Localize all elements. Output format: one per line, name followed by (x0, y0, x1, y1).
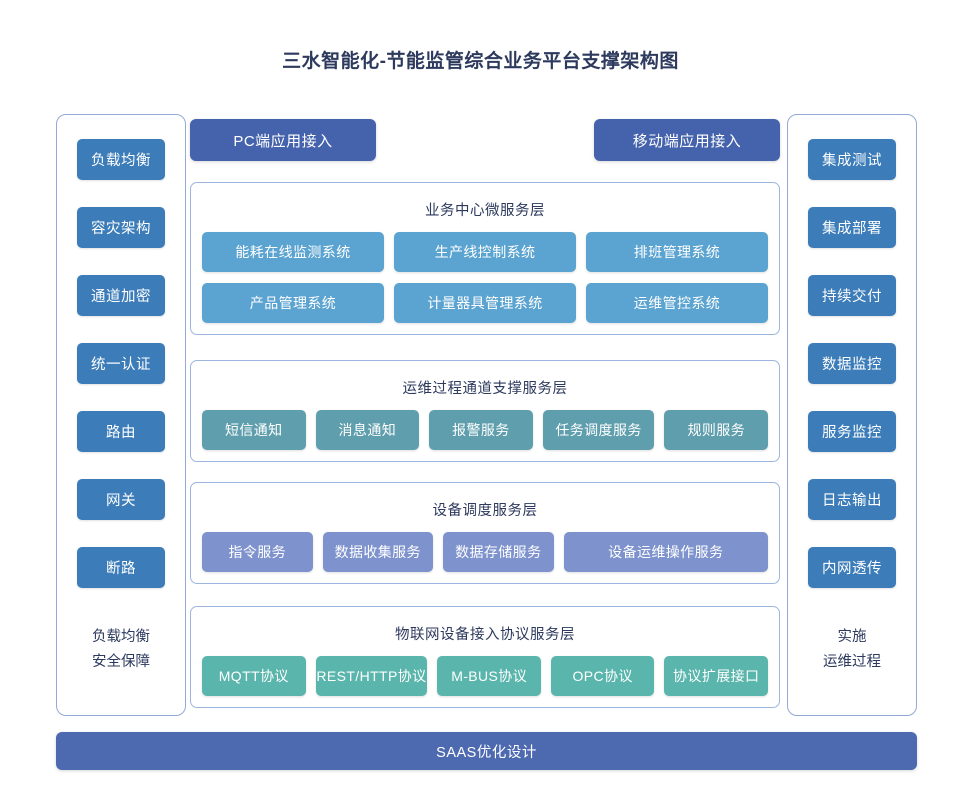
service-node[interactable]: 排班管理系统 (586, 232, 768, 272)
service-node[interactable]: 数据收集服务 (322, 532, 434, 572)
right-pillar-button-1[interactable]: 集成测试 (808, 139, 896, 180)
service-node[interactable]: 短信通知 (202, 410, 306, 450)
service-node[interactable]: 数据存储服务 (443, 532, 554, 572)
service-node[interactable]: 计量器具管理系统 (394, 283, 576, 323)
service-node[interactable]: 能耗在线监测系统 (202, 232, 384, 272)
left-pillar-button-2[interactable]: 容灾架构 (77, 207, 165, 248)
service-node[interactable]: 运维管控系统 (586, 283, 768, 323)
service-node[interactable]: 产品管理系统 (202, 283, 384, 323)
saas-optimization-bar: SAAS优化设计 (56, 732, 917, 770)
service-node[interactable]: 协议扩展接口 (664, 656, 769, 696)
page-title: 三水智能化-节能监管综合业务平台支撑架构图 (282, 51, 679, 72)
left-pillar-button-1[interactable]: 负载均衡 (77, 139, 165, 180)
service-node[interactable]: 规则服务 (664, 410, 769, 450)
left-pillar: 负载均衡容灾架构通道加密统一认证路由网关断路 负载均衡 安全保障 (56, 114, 186, 716)
service-node[interactable]: 消息通知 (315, 410, 420, 450)
right-pillar-footer-line-1: 实施 (837, 629, 867, 645)
service-node[interactable]: 生产线控制系统 (394, 232, 576, 272)
layer-title-ops: 运维过程通道支撑服务层 (402, 381, 568, 397)
right-pillar-footer: 实施 运维过程 (823, 625, 881, 675)
service-node[interactable]: OPC协议 (550, 656, 655, 696)
service-node[interactable]: M-BUS协议 (437, 656, 541, 696)
left-pillar-button-7[interactable]: 断路 (77, 547, 165, 588)
layer-title-business: 业务中心微服务层 (425, 203, 545, 219)
left-pillar-footer: 负载均衡 安全保障 (92, 625, 150, 675)
layer-row: 产品管理系统计量器具管理系统运维管控系统 (191, 283, 779, 334)
service-node[interactable]: 指令服务 (202, 532, 313, 572)
application-access-row: PC端应用接入 移动端应用接入 (190, 119, 780, 161)
layer-row: 短信通知消息通知报警服务任务调度服务规则服务 (191, 410, 779, 461)
right-pillar-button-7[interactable]: 内网透传 (808, 547, 896, 588)
right-pillar-footer-line-2: 运维过程 (823, 654, 881, 670)
layer-panel-business: 业务中心微服务层能耗在线监测系统生产线控制系统排班管理系统产品管理系统计量器具管… (190, 182, 780, 335)
right-pillar-button-3[interactable]: 持续交付 (808, 275, 896, 316)
right-pillar-button-4[interactable]: 数据监控 (808, 343, 896, 384)
layer-panel-ops: 运维过程通道支撑服务层短信通知消息通知报警服务任务调度服务规则服务 (190, 360, 780, 462)
right-pillar-button-5[interactable]: 服务监控 (808, 411, 896, 452)
service-node[interactable]: MQTT协议 (202, 656, 306, 696)
layer-row: 能耗在线监测系统生产线控制系统排班管理系统 (191, 232, 779, 283)
left-pillar-button-5[interactable]: 路由 (77, 411, 165, 452)
layer-row: 指令服务数据收集服务数据存储服务设备运维操作服务 (191, 532, 779, 583)
layer-title-protocol: 物联网设备接入协议服务层 (395, 627, 575, 643)
access-button-1[interactable]: PC端应用接入 (190, 119, 376, 161)
layer-panel-device: 设备调度服务层指令服务数据收集服务数据存储服务设备运维操作服务 (190, 482, 780, 584)
layer-title-device: 设备调度服务层 (432, 503, 538, 519)
right-pillar-items: 集成测试集成部署持续交付数据监控服务监控日志输出内网透传 (808, 139, 896, 615)
service-node[interactable]: REST/HTTP协议 (315, 656, 428, 696)
left-pillar-button-6[interactable]: 网关 (77, 479, 165, 520)
left-pillar-footer-line-1: 负载均衡 (92, 629, 150, 645)
right-pillar-button-6[interactable]: 日志输出 (808, 479, 896, 520)
left-pillar-button-4[interactable]: 统一认证 (77, 343, 165, 384)
service-node[interactable]: 任务调度服务 (542, 410, 655, 450)
service-node[interactable]: 设备运维操作服务 (563, 532, 768, 572)
right-pillar: 集成测试集成部署持续交付数据监控服务监控日志输出内网透传 实施 运维过程 (787, 114, 917, 716)
left-pillar-items: 负载均衡容灾架构通道加密统一认证路由网关断路 (77, 139, 165, 615)
access-button-2[interactable]: 移动端应用接入 (594, 119, 780, 161)
left-pillar-button-3[interactable]: 通道加密 (77, 275, 165, 316)
left-pillar-footer-line-2: 安全保障 (92, 654, 150, 670)
service-node[interactable]: 报警服务 (429, 410, 533, 450)
right-pillar-button-2[interactable]: 集成部署 (808, 207, 896, 248)
